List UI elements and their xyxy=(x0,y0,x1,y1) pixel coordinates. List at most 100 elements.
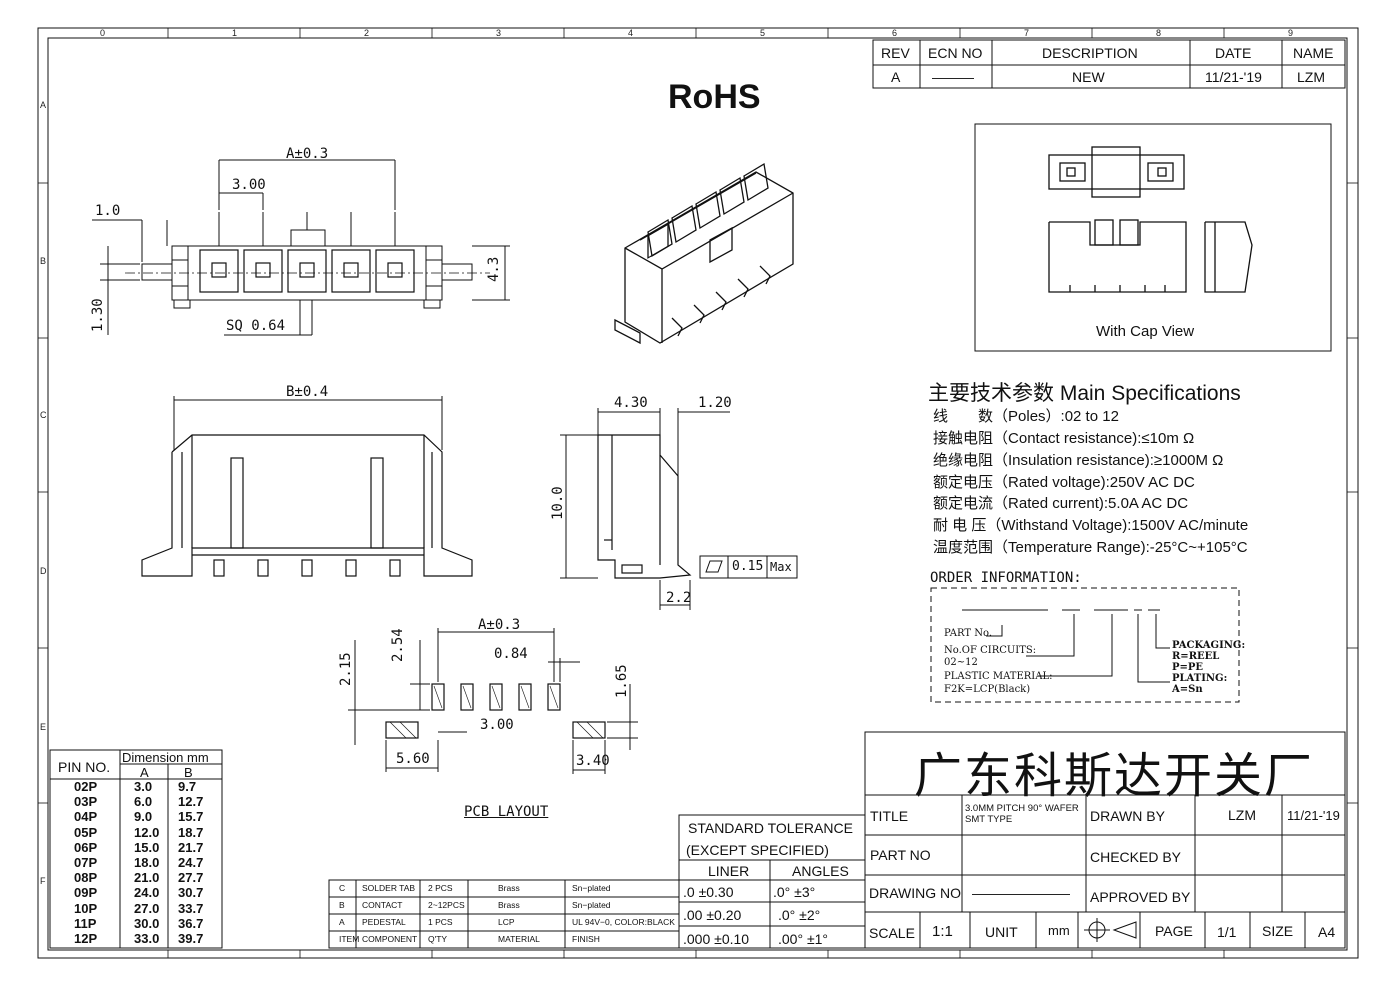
grid-col-2: 2 xyxy=(364,28,370,38)
cap-view-box xyxy=(974,123,1332,352)
dim-table-pin: 06P xyxy=(74,839,98,855)
dim-table-b-header: B xyxy=(184,765,193,780)
spec-en: （Poles）:02 to 12 xyxy=(993,408,1119,425)
tolerance-liner-2: .00 ±0.20 xyxy=(683,907,742,923)
specs-title-cn: 主要技术参数 xyxy=(928,382,1054,405)
isometric-drawing xyxy=(614,162,794,345)
side-view-drawing xyxy=(560,408,798,610)
pcb-dim-5-60: 5.60 xyxy=(396,751,430,767)
tolerance-angles: ANGLES xyxy=(792,863,849,879)
tolerance-liner-3: .000 ±0.10 xyxy=(683,931,750,947)
bom-item: A xyxy=(339,917,345,927)
dim-table-pin: 05P xyxy=(74,824,98,840)
rev-header-name: NAME xyxy=(1293,45,1334,61)
grid-col-4: 4 xyxy=(628,28,634,38)
spec-row: 线 数（Poles）:02 to 12 xyxy=(933,405,1119,426)
spec-en: （Withstand Voltage):1500V AC/minute xyxy=(986,517,1249,534)
bom-material: Brass xyxy=(498,900,520,910)
pcb-dim-3-00: 3.00 xyxy=(480,717,514,733)
dim-table-pin: 03P xyxy=(74,794,98,810)
order-material-value: F2K=LCP(Black) xyxy=(944,684,1031,695)
dim-table-pin: 09P xyxy=(74,885,98,901)
grid-ticks xyxy=(38,28,1358,958)
dim-table-b: 12.7 xyxy=(178,794,204,810)
rev-header-description: DESCRIPTION xyxy=(1042,45,1138,61)
grid-col-1: 1 xyxy=(232,28,238,38)
title-block-lines xyxy=(864,731,1346,949)
checked-by-label: CHECKED BY xyxy=(1090,849,1182,865)
spec-row: 绝缘电阻（Insulation resistance):≥1000M Ω xyxy=(933,449,1223,470)
grid-col-8: 8 xyxy=(1156,28,1162,38)
dim-1-0: 1.0 xyxy=(95,203,121,219)
dim-table-b: 18.7 xyxy=(178,824,204,840)
dim-table-b: 39.7 xyxy=(178,931,204,946)
outer-frame xyxy=(37,27,1359,959)
dim-table-pin-header: PIN NO. xyxy=(58,759,111,775)
tolerance-title-1: STANDARD TOLERANCE xyxy=(688,820,853,836)
dim-table-pin: 10P xyxy=(74,900,98,916)
pcb-dim-a: A±0.3 xyxy=(478,617,521,633)
flatness-value: 0.15 xyxy=(732,559,764,574)
grid-col-6: 6 xyxy=(892,28,898,38)
dim-table-b: 33.7 xyxy=(178,900,204,916)
approved-by-label: APPROVED BY xyxy=(1090,889,1191,905)
spec-en: （Insulation resistance):≥1000M Ω xyxy=(993,452,1224,469)
tolerance-angle-1: .0° ±3° xyxy=(773,884,816,900)
bom-component: PEDESTAL xyxy=(362,917,406,927)
spec-cn: 绝缘电阻 xyxy=(933,452,994,469)
part-no-label: PART NO xyxy=(870,847,931,863)
pcb-layout-title: PCB LAYOUT xyxy=(464,804,549,820)
rev-header-rev: REV xyxy=(881,45,910,61)
order-reel: R=REEL xyxy=(1172,651,1220,662)
spec-cn: 额定电压 xyxy=(933,474,994,491)
dim-2-2: 2.2 xyxy=(666,590,692,606)
rev-value-rev: A xyxy=(891,69,901,85)
grid-col-0: 0 xyxy=(100,28,106,38)
grid-row-c: C xyxy=(40,410,47,420)
spec-en: （Temperature Range):-25°C~+105°C xyxy=(993,539,1248,556)
drawn-by-value: LZM xyxy=(1228,807,1256,823)
dim-table-a: 21.0 xyxy=(134,870,160,886)
dim-10-0: 10.0 xyxy=(550,486,566,520)
dim-4-30: 4.30 xyxy=(614,395,648,411)
spec-cn: 额定电流 xyxy=(933,495,994,512)
tolerance-liner-1: .0 ±0.30 xyxy=(683,884,734,900)
cap-view-label: With Cap View xyxy=(1096,323,1195,340)
spec-en: （Rated voltage):250V AC DC xyxy=(993,474,1195,491)
order-part-no: PART No. xyxy=(944,628,993,639)
page-value: 1/1 xyxy=(1217,924,1237,940)
dim-a-top: A±0.3 xyxy=(286,146,329,162)
grid-row-e: E xyxy=(40,722,47,732)
spec-row: 耐 电 压（Withstand Voltage):1500V AC/minute xyxy=(933,514,1248,535)
specs-title-en: Main Specifications xyxy=(1059,382,1241,405)
bom-qty: 2 PCS xyxy=(428,883,453,893)
bom-qty: 1 PCS xyxy=(428,917,453,927)
dim-table-a: 6.0 xyxy=(134,794,153,810)
dim-table-b: 9.7 xyxy=(178,779,197,794)
bom-finish: Sn−plated xyxy=(572,900,611,910)
tolerance-angle-2: .0° ±2° xyxy=(778,907,821,923)
top-view-drawing xyxy=(92,159,510,336)
order-pe: P=PE xyxy=(1172,662,1204,673)
bom-material: Brass xyxy=(498,883,520,893)
bom-component: COMPONENT xyxy=(362,934,418,944)
dim-table-a: 18.0 xyxy=(134,855,160,870)
grid-col-7: 7 xyxy=(1024,28,1030,38)
title-label: TITLE xyxy=(870,808,909,824)
order-material: PLASTIC MATERIAL: xyxy=(944,671,1053,682)
drawing-no-label: DRAWING NO xyxy=(869,885,962,901)
grid-row-b: B xyxy=(40,256,47,266)
rev-value-ecn: ——— xyxy=(932,69,974,85)
dim-1-30: 1.30 xyxy=(90,298,106,332)
drawn-by-label: DRAWN BY xyxy=(1090,808,1165,824)
dimension-table-lines xyxy=(49,749,223,949)
dim-table-a: 24.0 xyxy=(134,885,160,901)
spec-cn: 线 数 xyxy=(933,408,994,425)
bom-component: SOLDER TAB xyxy=(362,883,416,893)
dim-table-b: 27.7 xyxy=(178,870,204,886)
dim-table-b: 30.7 xyxy=(178,885,204,901)
page-label: PAGE xyxy=(1155,923,1193,939)
grid-col-3: 3 xyxy=(496,28,502,38)
grid-row-a: A xyxy=(40,100,47,110)
